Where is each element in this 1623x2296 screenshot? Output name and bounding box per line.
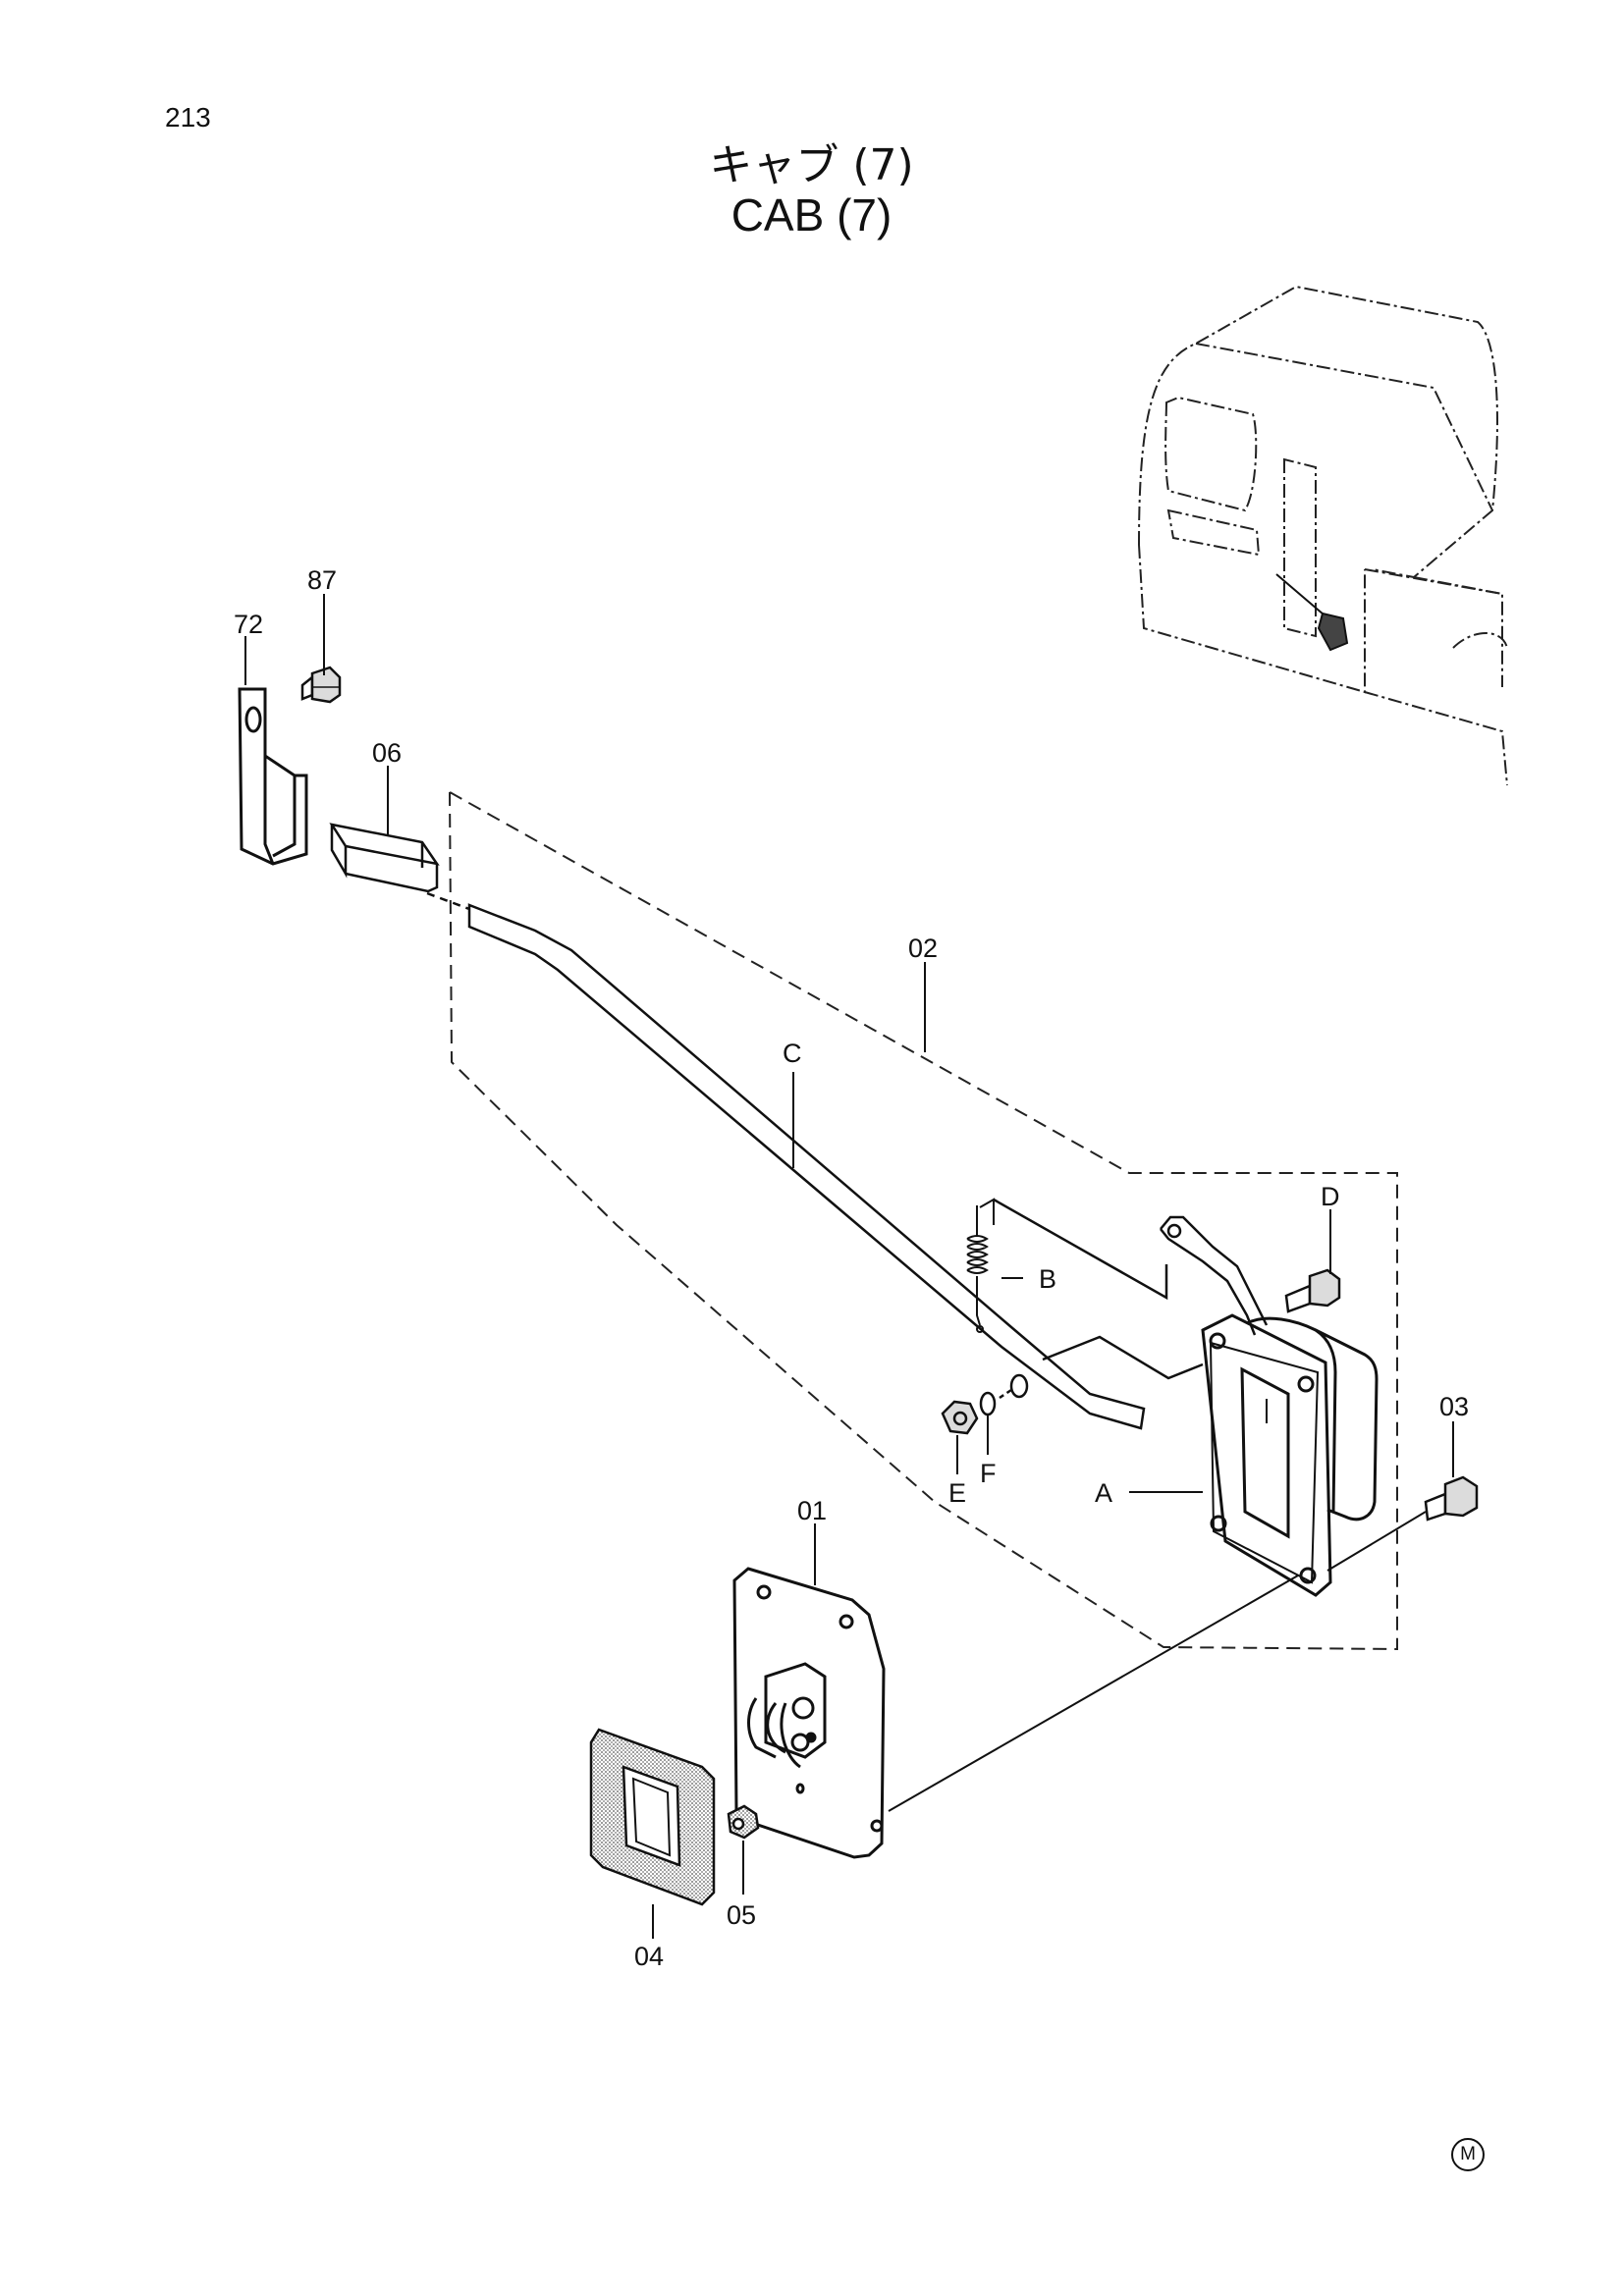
part-87-bolt bbox=[300, 666, 342, 704]
part-A-latch-housing bbox=[1201, 1313, 1379, 1597]
callout-05: 05 bbox=[727, 1900, 756, 1930]
callout-02: 02 bbox=[908, 934, 938, 963]
part-D-screw bbox=[1284, 1268, 1341, 1313]
callout-E: E bbox=[948, 1478, 966, 1508]
callout-D: D bbox=[1321, 1182, 1340, 1211]
part-05-nut bbox=[727, 1804, 760, 1840]
title-english: CAB (7) bbox=[730, 189, 893, 240]
bolt-03-leader-line bbox=[1326, 1511, 1427, 1572]
title-japanese: キャブ (7) bbox=[709, 140, 914, 190]
cab-door-lever-detail bbox=[1275, 573, 1349, 652]
callout-87: 87 bbox=[307, 565, 337, 595]
callout-72: 72 bbox=[234, 610, 263, 639]
callout-01: 01 bbox=[797, 1496, 827, 1525]
callout-B: B bbox=[1039, 1264, 1056, 1294]
callout-C: C bbox=[783, 1039, 802, 1068]
callout-F: F bbox=[980, 1459, 997, 1488]
callout-04: 04 bbox=[634, 1942, 664, 1971]
plate-01-leader-line bbox=[888, 1575, 1299, 1812]
part-04-escutcheon bbox=[589, 1728, 716, 1906]
part-E-nut bbox=[941, 1400, 979, 1435]
latch-lever-bracket bbox=[993, 1198, 1269, 1380]
part-B-spring bbox=[966, 1198, 995, 1333]
part-03-bolt bbox=[1424, 1475, 1479, 1522]
part-72-bracket bbox=[238, 687, 308, 866]
cab-outline-illustration bbox=[1138, 285, 1508, 786]
part-F-washer bbox=[979, 1373, 1029, 1416]
callout-A: A bbox=[1095, 1478, 1112, 1508]
page-number: 213 bbox=[165, 102, 211, 133]
assembly-02-boundary bbox=[448, 790, 1398, 1651]
part-C-rod bbox=[426, 891, 1146, 1430]
part-06-sleeve bbox=[329, 823, 440, 893]
callout-06: 06 bbox=[372, 738, 402, 768]
callout-03: 03 bbox=[1439, 1392, 1469, 1421]
circled-m-mark: M bbox=[1451, 2138, 1485, 2171]
label-leader-lines bbox=[244, 594, 1454, 1939]
